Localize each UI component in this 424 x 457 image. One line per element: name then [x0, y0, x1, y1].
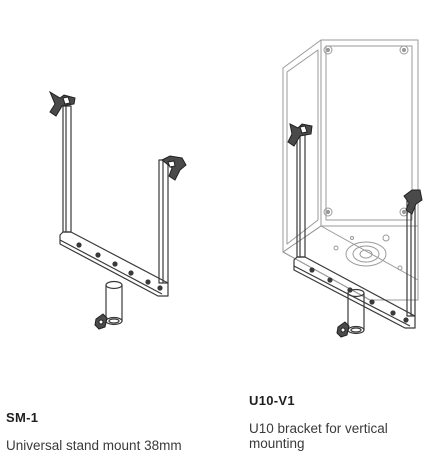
sm1-bracket-illustration	[48, 90, 187, 330]
product-description: U10 bracket for vertical mounting	[249, 420, 388, 452]
product-caption-sm1: SM-1 Universal stand mount 38mm	[6, 410, 182, 453]
wing-knob-icon	[48, 90, 76, 117]
product-description: Universal stand mount 38mm	[6, 437, 182, 453]
product-model: SM-1	[6, 410, 39, 425]
product-caption-u10v1: U10-V1 U10 bracket for vertical mounting	[249, 393, 419, 452]
product-model: U10-V1	[249, 393, 295, 408]
u10v1-bracket-illustration	[282, 39, 423, 338]
